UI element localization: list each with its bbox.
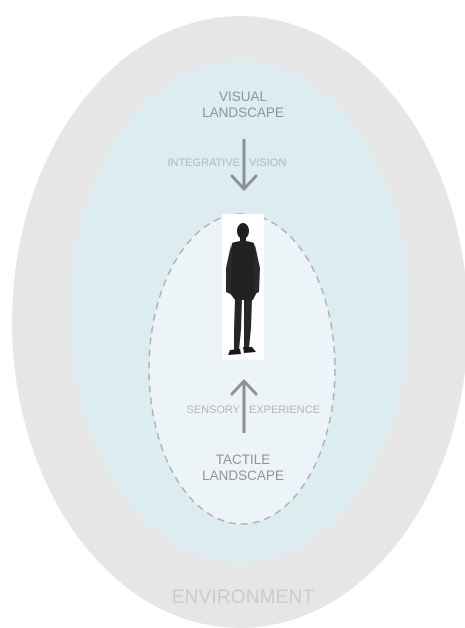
vision-label: VISION: [249, 157, 287, 169]
standing-person-figure: [222, 214, 264, 360]
visual-landscape-label-line2: LANDSCAPE: [202, 104, 284, 120]
integrative-label: INTEGRATIVE: [167, 157, 240, 169]
sensory-label: SENSORY: [186, 404, 240, 416]
tactile-landscape-label: TACTILE LANDSCAPE: [163, 452, 323, 483]
tactile-landscape-label-line1: TACTILE: [215, 452, 271, 467]
experience-label: EXPERIENCE: [249, 404, 320, 416]
environment-label: ENVIRONMENT: [171, 587, 315, 608]
tactile-landscape-label-line2: LANDSCAPE: [202, 467, 284, 483]
sensory-experience-arrow: [230, 379, 258, 433]
visual-landscape-label: VISUAL LANDSCAPE: [163, 89, 323, 120]
integrative-vision-arrow: [230, 139, 258, 191]
visual-landscape-label-line1: VISUAL: [218, 89, 268, 104]
